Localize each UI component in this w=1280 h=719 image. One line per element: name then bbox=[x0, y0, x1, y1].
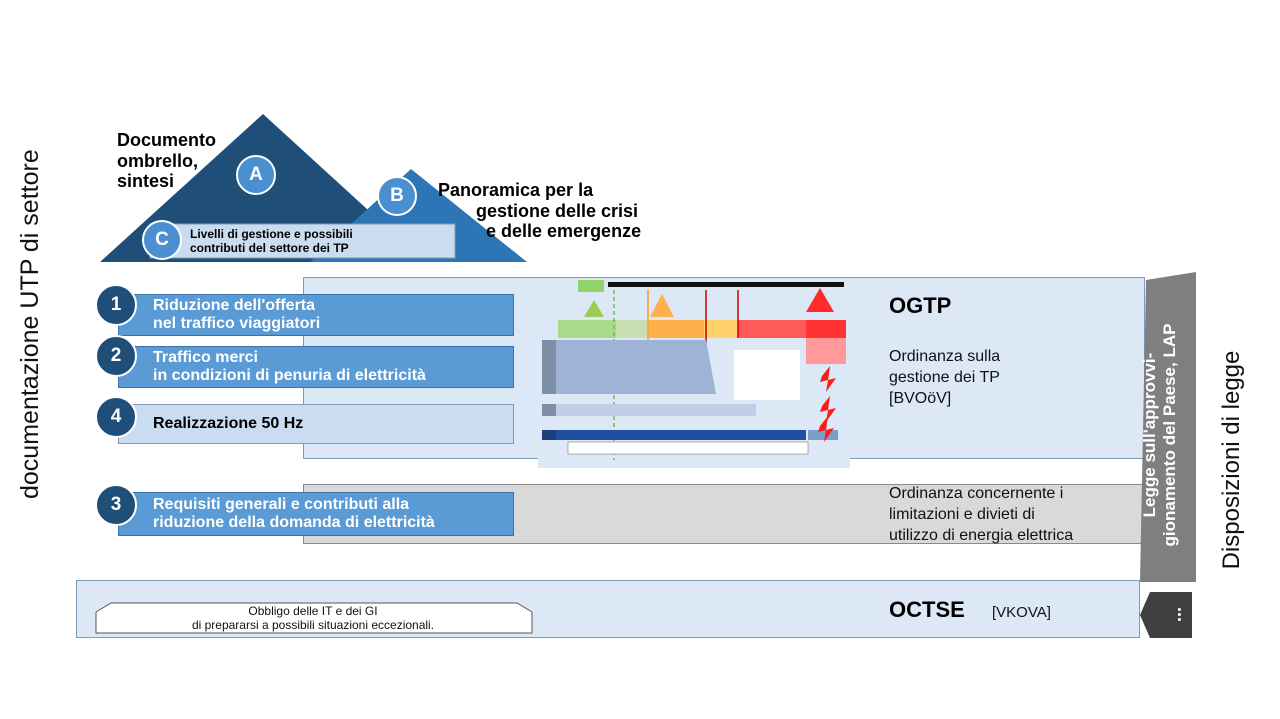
more-ellipsis: ... bbox=[1174, 606, 1195, 623]
item-1-badge: 1 bbox=[95, 284, 137, 326]
item-3-badge: 3 bbox=[95, 484, 137, 526]
ordinanza-text: Ordinanza concernente i limitazioni e di… bbox=[889, 485, 1074, 544]
item-3-bar: Requisiti generali e contributi alla rid… bbox=[118, 492, 514, 536]
lap-text: Legge sull'approvvi- gionamento del Paes… bbox=[1140, 323, 1179, 547]
item-2-bar: Traffico merci in condizioni di penuria … bbox=[118, 346, 514, 388]
badge-b: B bbox=[377, 176, 417, 216]
obbligo-text: Obbligo delle IT e dei GI di prepararsi … bbox=[191, 604, 435, 632]
badge-a: A bbox=[236, 155, 276, 195]
side-label-disposizioni: Disposizioni di legge bbox=[1218, 350, 1245, 570]
badge-c: C bbox=[142, 220, 182, 260]
item-4-badge: 4 bbox=[95, 396, 137, 438]
crisis-chart-thumbnail bbox=[538, 280, 850, 468]
octse-title: OCTSE bbox=[889, 597, 965, 622]
roof-b-text: Panoramica per la gestione delle crisi e… bbox=[438, 180, 642, 242]
item-2-badge: 2 bbox=[95, 335, 137, 377]
lap-arrow bbox=[1140, 272, 1196, 638]
side-label-utp: documentazione UTP di settore bbox=[16, 149, 44, 499]
roof-a-text: Documento ombrello, sintesi bbox=[117, 130, 216, 192]
ogtp-title: OGTP bbox=[889, 293, 952, 318]
item-1-bar: Riduzione dell'offerta nel traffico viag… bbox=[118, 294, 514, 336]
roof-c-text: Livelli di gestione e possibili contribu… bbox=[190, 227, 353, 255]
item-4-bar: Realizzazione 50 Hz bbox=[118, 404, 514, 444]
ogtp-subtitle: Ordinanza sulla gestione dei TP [BVOöV] bbox=[889, 348, 1001, 407]
octse-abbr: [VKOVA] bbox=[992, 604, 1051, 621]
obbligo-shape bbox=[95, 602, 533, 634]
